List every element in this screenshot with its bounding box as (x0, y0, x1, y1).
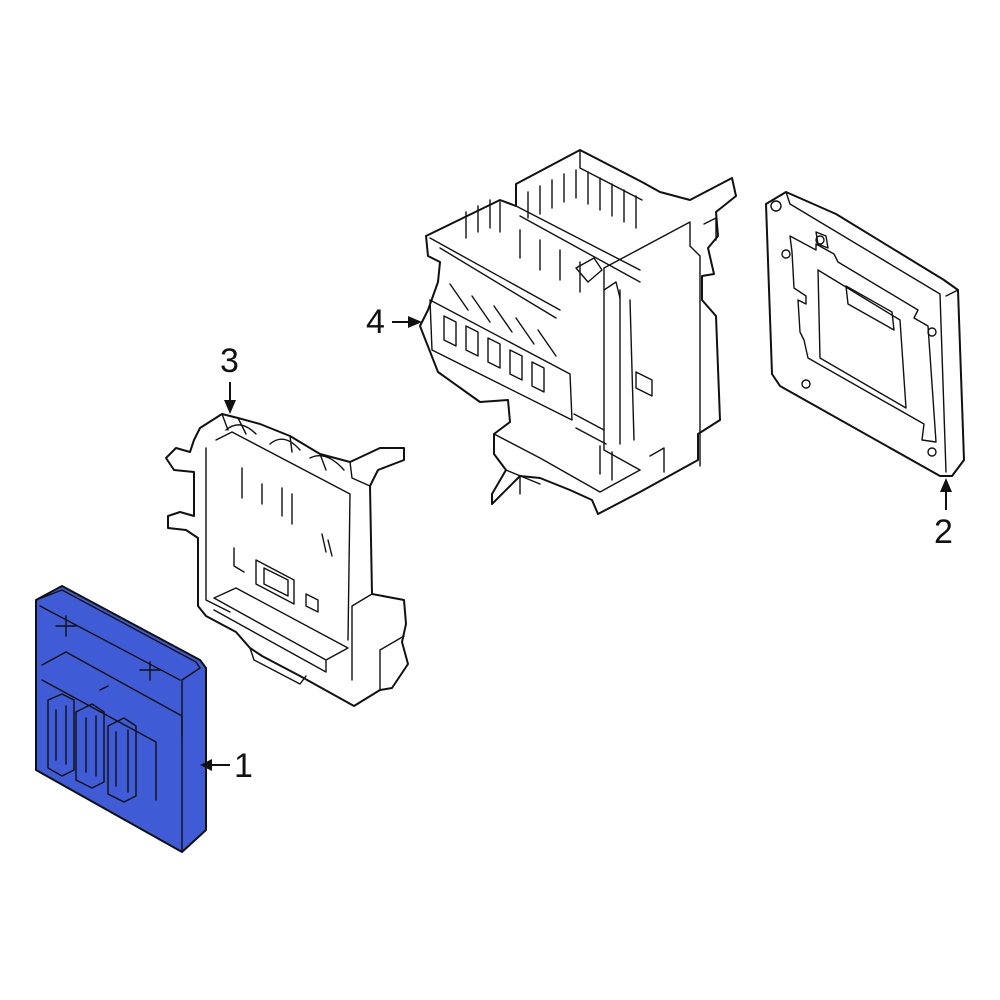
part-1-connector-1 (47, 693, 75, 777)
part-1-connector-3 (107, 717, 137, 803)
part-2-tab (815, 231, 829, 249)
part-1-connector-slots (55, 705, 129, 793)
part-2-hole-2 (781, 249, 791, 259)
part-3-bottom-tray (213, 587, 349, 673)
part-1-control-module[interactable] (35, 585, 207, 853)
part-4-fins-top (527, 169, 637, 229)
callout-4: 4 (366, 303, 422, 341)
callout-3-label: 3 (220, 342, 239, 380)
callout-1-arrowhead (200, 759, 212, 771)
part-3-back-wall (215, 431, 351, 641)
part-1-panel-a (41, 651, 183, 737)
part-4-angled-ribs (449, 283, 557, 357)
part-4-right-tower (603, 221, 701, 471)
part-1-front-ridge (39, 605, 181, 681)
callout-3: 3 (220, 342, 239, 414)
part-2-inner-frame (789, 235, 937, 443)
part-2-inner-square (817, 269, 907, 409)
part-2-module-plate[interactable] (765, 191, 965, 477)
part-1-marks (55, 615, 161, 691)
part-4-front-window (429, 299, 573, 421)
part-3-bracket[interactable] (165, 413, 409, 707)
part-3-left-wall (205, 447, 231, 613)
callout-1-label: 1 (234, 747, 253, 785)
part-2-hole-6 (927, 447, 937, 457)
callout-3-arrowhead (224, 400, 236, 414)
callout-2: 2 (934, 478, 953, 551)
callout-2-arrowhead (940, 478, 952, 492)
callout-4-arrowhead (408, 316, 422, 328)
callout-2-label: 2 (934, 513, 953, 551)
part-2-outline (765, 191, 965, 477)
part-1-side-face (181, 667, 201, 853)
part-2-hole-3 (815, 235, 825, 245)
callout-1: 1 (200, 747, 253, 785)
part-3-scallops (225, 424, 345, 471)
part-2-inner-rib (845, 285, 895, 331)
part-2-rim (785, 191, 947, 473)
part-1-top-edge (35, 589, 201, 669)
part-2-edge (945, 289, 959, 297)
part-4-fins-front (465, 199, 581, 293)
part-4-top-rails (429, 149, 643, 319)
part-4-outline (419, 149, 737, 515)
part-4-bottom-base (493, 433, 641, 495)
part-1-connector-2 (75, 703, 105, 789)
part-2-hole-1 (770, 200, 782, 212)
part-4-housing[interactable] (419, 149, 737, 515)
callout-4-label: 4 (366, 303, 385, 341)
part-3-slots (241, 467, 333, 557)
part-2-hole-5 (801, 379, 811, 389)
part-2-hole-4 (927, 327, 937, 337)
part-1-panel-b (41, 679, 157, 801)
part-3-right-wall (351, 593, 405, 691)
part-3-clip (233, 547, 319, 613)
part-4-tower-features (573, 371, 665, 481)
part-4-top-clips (575, 217, 717, 299)
part-3-connector-window (255, 559, 295, 605)
part-3-bottom-leg (249, 647, 307, 685)
